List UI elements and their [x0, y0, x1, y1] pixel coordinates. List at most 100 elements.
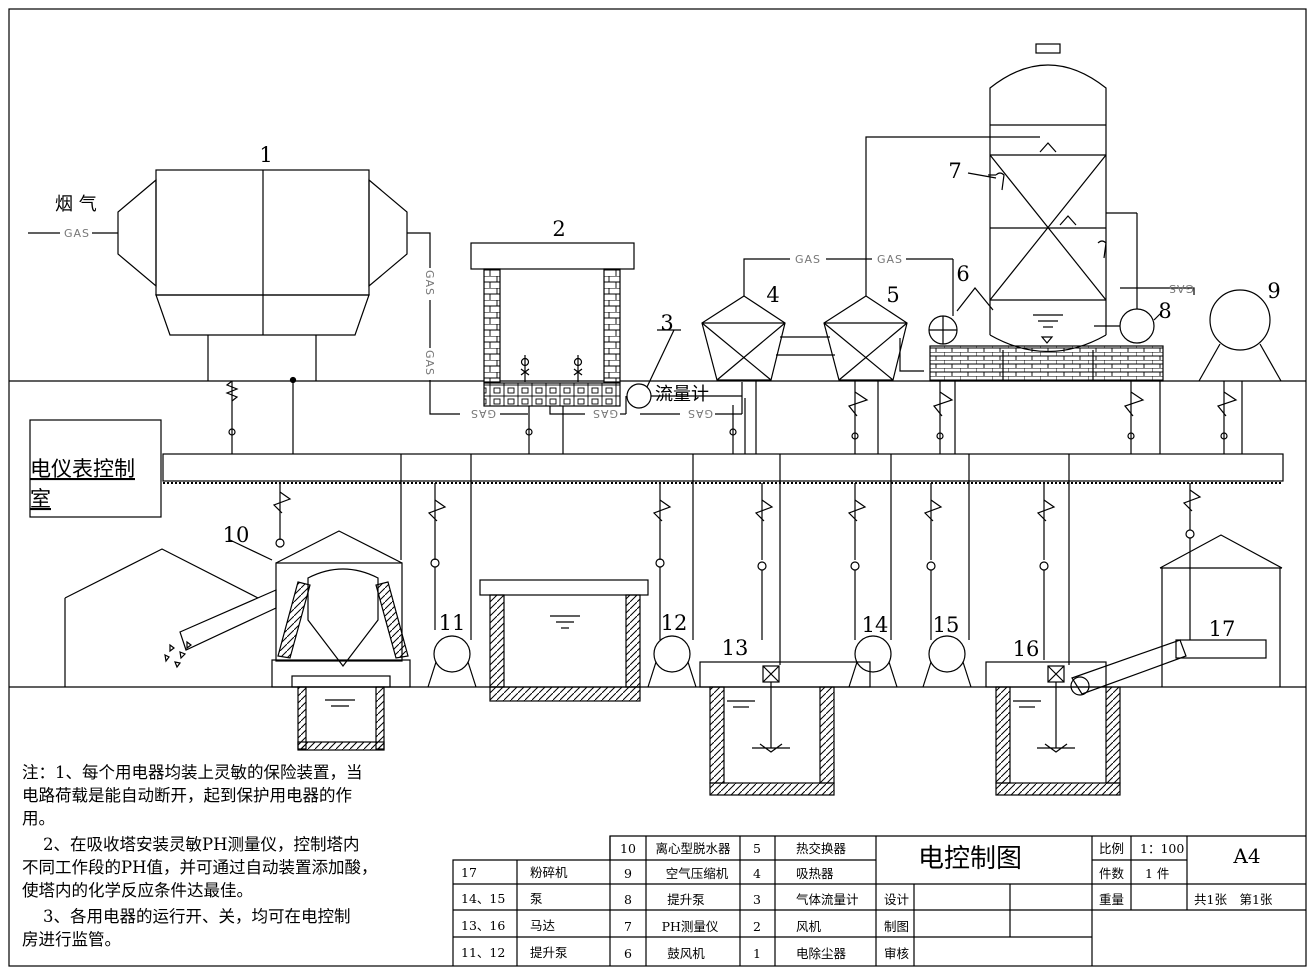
label-17: 17 [1209, 617, 1236, 641]
count-value: 1 件 [1145, 866, 1169, 881]
label-11: 11 [439, 611, 466, 635]
equipment-12-pump [647, 635, 697, 688]
label-3: 3 [660, 311, 673, 335]
part-no: 3 [753, 892, 761, 907]
part-no: 1 [753, 946, 761, 961]
part-name: 电除尘器 [796, 946, 847, 961]
note-line: 不同工作段的PH值，并可通过自动装置添加酸， [22, 858, 378, 877]
note-line: 2、在吸收塔安装灵敏PH测量仪，控制塔内 [22, 835, 359, 854]
part-name: 离心型脱水器 [655, 841, 731, 856]
flowmeter-label: 流量计 [655, 384, 709, 405]
parts-table: 17 粉碎机 14、15 泵 13、16 马达 11、12 提升泵 10 离心型… [461, 841, 859, 961]
gas-pipe-esp-to-tank [407, 232, 528, 415]
label-2: 2 [552, 217, 565, 241]
equipment-6-blower [928, 287, 1164, 382]
part-no: 14、15 [461, 891, 505, 906]
gas-label-top-1: GAS [795, 253, 821, 266]
equipment-8-pump [1094, 212, 1195, 344]
control-room-label: 电仪表控制 [30, 457, 135, 481]
part-name: 粉碎机 [530, 865, 568, 880]
gas-pipe-tank-to-exchanger [549, 382, 743, 415]
label-16: 16 [1013, 637, 1040, 661]
part-no: 9 [624, 866, 632, 881]
part-no: 8 [624, 892, 632, 907]
note-line: 用。 [22, 809, 55, 828]
part-no: 2 [753, 919, 761, 934]
equipment-2-tank [470, 242, 635, 407]
part-no: 13、16 [461, 918, 505, 933]
part-no: 5 [753, 841, 761, 856]
part-name: 马达 [530, 918, 556, 933]
equipment-5-heat-exchanger [823, 295, 908, 381]
part-name: 吸热器 [796, 866, 834, 881]
note-line: 电路荷载是能自动断开，起到保护用电器的作 [22, 786, 352, 805]
note-line: 使塔内的化学反应条件达最佳。 [22, 881, 253, 900]
settling-tank [479, 579, 649, 702]
equipment-16-motor-tank [985, 639, 1187, 796]
label-12: 12 [661, 611, 688, 635]
crusher-sump [291, 675, 391, 751]
design-label: 设计 [884, 892, 909, 907]
gas-label-riser-2: GAS [423, 350, 436, 376]
part-name: PH测量仪 [662, 919, 719, 934]
label-7: 7 [948, 159, 961, 183]
gas-label-inlet: GAS [64, 227, 90, 240]
equipment-15-pump [922, 635, 972, 688]
crushed-material [164, 640, 192, 669]
part-no: 11、12 [461, 945, 505, 960]
label-10: 10 [223, 523, 250, 547]
part-name: 鼓风机 [667, 946, 705, 961]
part-name: 提升泵 [530, 945, 568, 960]
part-no: 10 [620, 841, 636, 856]
note-line: 注：1、每个用电器均装上灵敏的保险装置，当 [22, 763, 363, 782]
notes: 注：1、每个用电器均装上灵敏的保险装置，当 电路荷载是能自动断开，起到保护用电器… [22, 763, 378, 949]
part-no: 17 [461, 865, 477, 880]
equipment-10-dewaterer [64, 530, 411, 688]
gas-label-top-2: GAS [877, 253, 903, 266]
gas-label-bottom-1: GAS [470, 407, 496, 420]
equipment-17-crusher [1159, 534, 1283, 687]
label-14: 14 [862, 613, 889, 637]
absorption-tower [967, 43, 1107, 381]
equipment-4-heat-absorber [701, 295, 786, 381]
control-lines-lower [272, 454, 1202, 665]
equipment-3-flowmeter [626, 329, 742, 409]
part-name: 气体流量计 [796, 892, 859, 907]
gas-label-bottom-2: GAS [592, 407, 618, 420]
control-room-box [29, 419, 162, 518]
weight-label: 重量 [1099, 892, 1124, 907]
equipment-13-motor-tank [699, 661, 871, 796]
part-no: 4 [753, 866, 761, 881]
scale-value: 1：100 [1140, 841, 1184, 856]
equipment-14-pump [848, 635, 898, 688]
sheet-size: A4 [1232, 844, 1260, 868]
drawing-title: 电控制图 [918, 844, 1022, 874]
count-label: 件数 [1099, 866, 1125, 881]
label-6: 6 [956, 262, 969, 286]
part-name: 空气压缩机 [666, 866, 729, 881]
equipment-11-pump [427, 635, 477, 688]
flue-gas-label: 烟 气 [55, 194, 97, 215]
note-line: 3、各用电器的运行开、关，均可在电控制 [22, 907, 350, 926]
note-line: 房进行监管。 [22, 930, 121, 949]
part-name: 提升泵 [667, 892, 705, 907]
gas-label-riser-1: GAS [423, 270, 436, 296]
pipe-between-exchangers [743, 136, 1040, 372]
part-no: 6 [624, 946, 632, 961]
label-15: 15 [933, 613, 960, 637]
scale-label: 比例 [1099, 841, 1124, 856]
gas-label-tower-out: GAS [1168, 282, 1194, 295]
drawing-label: 制图 [884, 919, 909, 934]
control-room-label-2: 室 [30, 487, 51, 511]
equipment-1-precipitator [28, 169, 408, 381]
part-no: 7 [624, 919, 632, 934]
title-block [452, 835, 1306, 966]
cable-tray [162, 453, 1284, 482]
label-9: 9 [1267, 279, 1280, 303]
control-lines-upper [225, 376, 1243, 454]
label-5: 5 [886, 283, 899, 307]
review-label: 审核 [884, 946, 910, 961]
sheet-count: 共1张 第1张 [1194, 892, 1273, 907]
drawing-frame [8, 8, 1307, 967]
